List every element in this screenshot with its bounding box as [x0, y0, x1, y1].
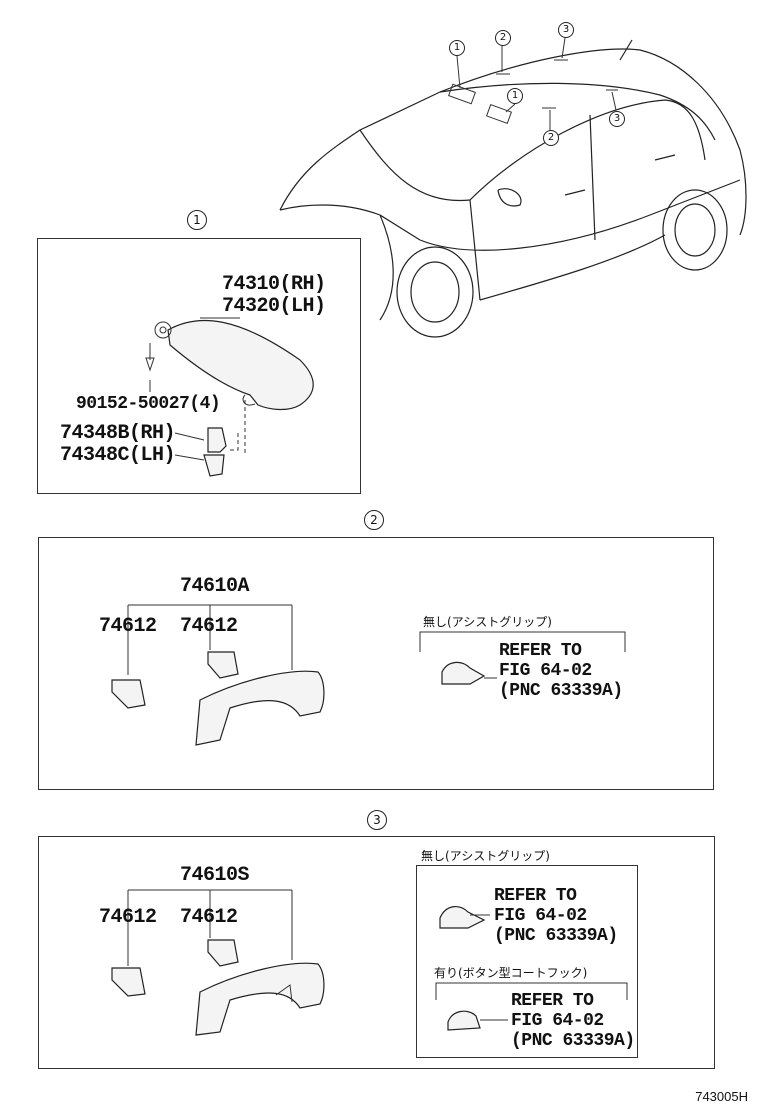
cover-part-number-right-b[interactable]: 74612 [180, 906, 238, 929]
note-without-assist-grip-a: 無し(アシストグリップ) [423, 615, 552, 629]
cover-part-number-left-a[interactable]: 74612 [99, 615, 157, 638]
refer-to-line-c1[interactable]: REFER TO [511, 991, 594, 1011]
section-1-marker: 1 [187, 210, 207, 230]
note-with-button-coat-hook: 有り(ボタン型コートフック) [434, 966, 588, 980]
cover-part-number-right-a[interactable]: 74612 [180, 615, 238, 638]
visor-part-number-rh[interactable]: 74310(RH) [222, 273, 326, 296]
holder-part-number-lh[interactable]: 74348C(LH) [60, 444, 176, 467]
grip-part-number-b[interactable]: 74610S [180, 864, 250, 887]
refer-to-line-c2[interactable]: FIG 64-02 [511, 1011, 604, 1031]
section-3-marker: 3 [367, 810, 387, 830]
grip-part-number-a[interactable]: 74610A [180, 575, 250, 598]
visor-part-number-lh[interactable]: 74320(LH) [222, 295, 326, 318]
section-3-frame [38, 836, 715, 1069]
assist-grip-artwork-b [111, 889, 628, 1036]
callout-1-visor: 1 [507, 88, 523, 104]
refer-to-line-a1[interactable]: REFER TO [499, 641, 582, 661]
section-1-frame [37, 238, 361, 494]
refer-to-line-a2[interactable]: FIG 64-02 [499, 661, 592, 681]
section-2-marker: 2 [364, 510, 384, 530]
refer-to-line-b1[interactable]: REFER TO [494, 886, 577, 906]
refer-to-line-b3[interactable]: (PNC 63339A) [494, 926, 618, 946]
assist-grip-artwork-a [111, 604, 626, 746]
callout-3-grip: 3 [609, 111, 625, 127]
callout-1-windshield: 1 [449, 40, 465, 56]
note-without-assist-grip-b: 無し(アシストグリップ) [421, 849, 550, 863]
diagram-id: 743005H [695, 1089, 748, 1104]
section-2-frame [38, 537, 714, 790]
refer-to-line-b2[interactable]: FIG 64-02 [494, 906, 587, 926]
refer-to-line-c3[interactable]: (PNC 63339A) [511, 1031, 635, 1051]
callout-2-front-roof: 2 [495, 30, 511, 46]
callout-2-grip: 2 [543, 130, 559, 146]
screw-part-number[interactable]: 90152-50027(4) [76, 394, 221, 414]
sun-visor-artwork [145, 317, 314, 477]
callout-3-rear-roof: 3 [558, 22, 574, 38]
holder-part-number-rh[interactable]: 74348B(RH) [60, 422, 176, 445]
cover-part-number-left-b[interactable]: 74612 [99, 906, 157, 929]
notes-frame-b [416, 865, 638, 1058]
car-illustration [279, 37, 747, 338]
refer-to-line-a3[interactable]: (PNC 63339A) [499, 681, 623, 701]
